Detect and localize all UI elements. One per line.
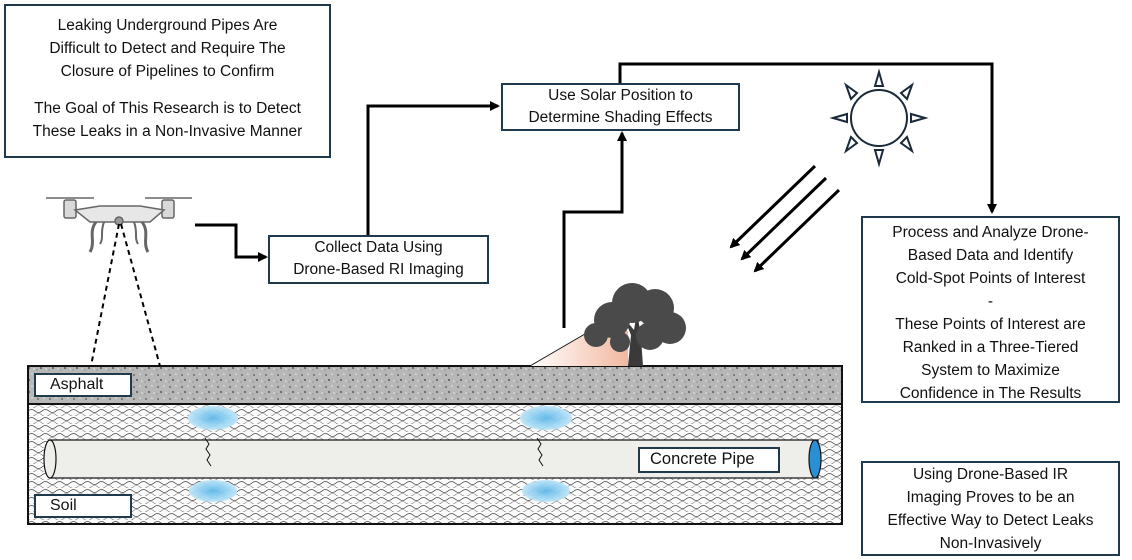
water-leak-icon (520, 406, 572, 502)
collect-line: Collect Data Using (314, 239, 443, 256)
conclusion-line: Imaging Proves to be an (906, 489, 1075, 506)
process-line: Cold-Spot Points of Interest (895, 270, 1086, 287)
process-line: Based Data and Identify (907, 247, 1074, 264)
tree-icon (584, 283, 686, 366)
conclusion-line: Using Drone-Based IR (912, 466, 1069, 483)
soil-label: Soil (34, 494, 132, 518)
process-analyze-box: Process and Analyze Drone- Based Data an… (861, 216, 1120, 403)
sun-icon (829, 68, 929, 168)
intro-box: Leaking Underground Pipes Are Difficult … (4, 4, 331, 158)
intro-line: Closure of Pipelines to Confirm (60, 63, 275, 80)
concrete-pipe-label: Concrete Pipe (638, 447, 780, 473)
sun-ray-arrows (729, 164, 841, 273)
solar-line: Determine Shading Effects (528, 109, 713, 126)
drone-icon (46, 197, 192, 253)
process-line: - (987, 293, 994, 310)
collect-line: Drone-Based RI Imaging (293, 261, 464, 278)
intro-line: These Leaks in a Non-Invasive Manner (32, 123, 303, 140)
solar-line: Use Solar Position to (548, 87, 693, 104)
intro-line: Difficult to Detect and Require The (49, 40, 286, 57)
flow-arrows (195, 62, 997, 328)
process-line: Confidence in The Results (899, 385, 1082, 402)
conclusion-box: Using Drone-Based IR Imaging Proves to b… (861, 461, 1120, 556)
process-line: These Points of Interest are (895, 316, 1086, 333)
conclusion-line: Non-Invasively (939, 535, 1042, 552)
asphalt-layer (27, 365, 843, 405)
process-line: Process and Analyze Drone- (892, 224, 1089, 241)
collect-data-box: Collect Data Using Drone-Based RI Imagin… (268, 235, 489, 284)
intro-line: Leaking Underground Pipes Are (57, 17, 278, 34)
solar-position-box: Use Solar Position to Determine Shading … (501, 83, 740, 131)
intro-line (6, 83, 329, 97)
process-line: Ranked in a Three-Tiered (902, 339, 1079, 356)
process-line: System to Maximize (921, 362, 1060, 379)
intro-line: The Goal of This Research is to Detect (34, 100, 301, 117)
asphalt-label: Asphalt (34, 373, 132, 397)
conclusion-line: Effective Way to Detect Leaks (887, 512, 1094, 529)
water-leak-icon (188, 406, 238, 502)
